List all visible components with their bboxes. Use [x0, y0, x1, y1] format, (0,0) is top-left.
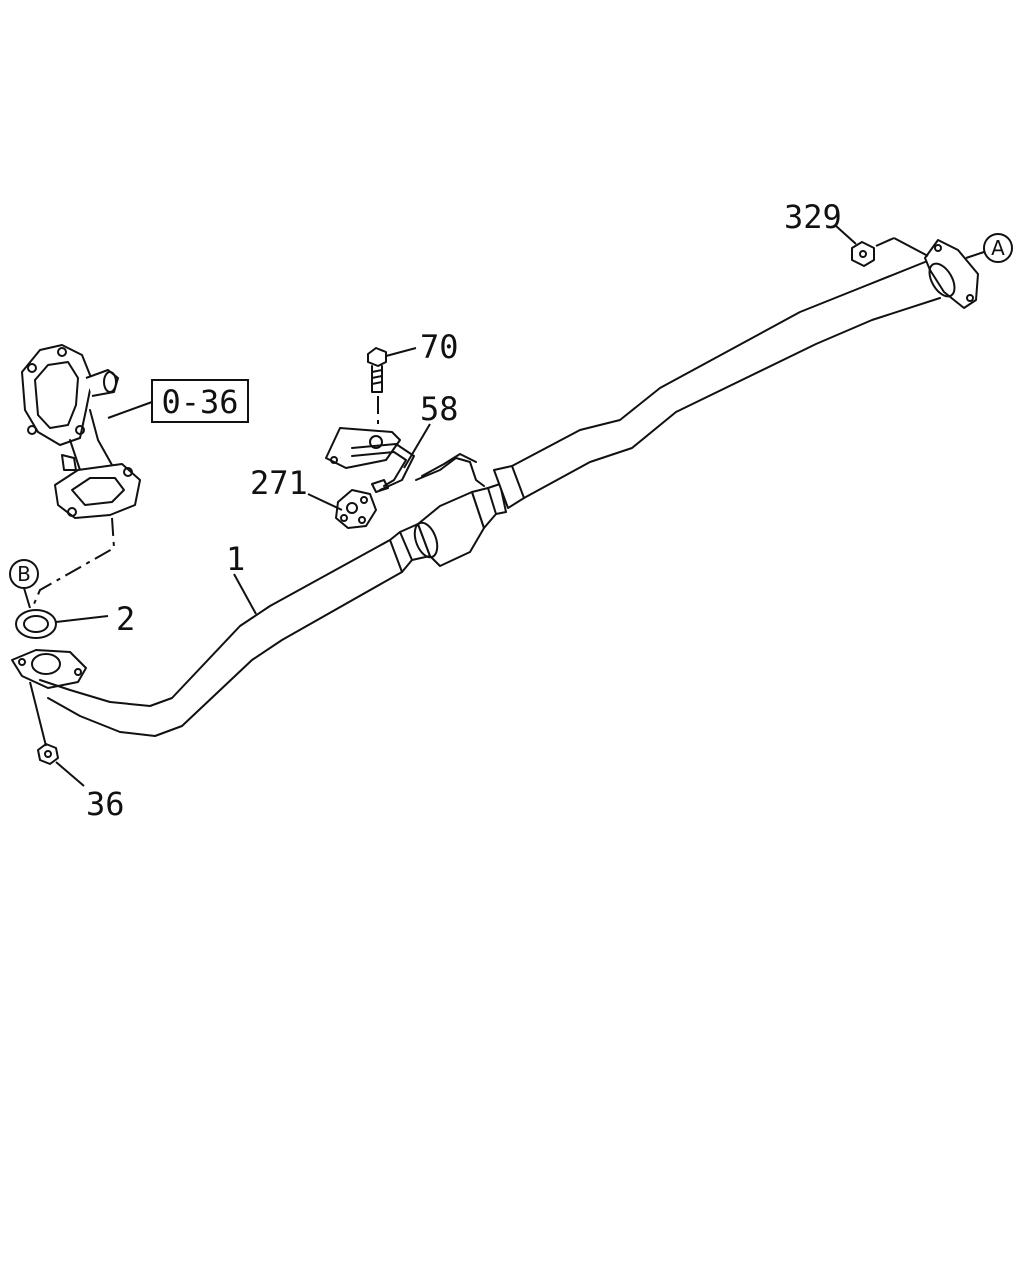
svg-text:A: A: [991, 236, 1005, 260]
leader-2: [55, 615, 109, 623]
callout-1: 1: [226, 540, 245, 578]
alignment-line-b: [33, 517, 116, 605]
front-exhaust-pipe: [11, 239, 979, 737]
bolt: [367, 347, 387, 393]
callout-329: 329: [784, 198, 842, 236]
svg-text:B: B: [17, 562, 31, 586]
leader-1: [233, 573, 257, 615]
gasket: [15, 609, 57, 639]
reference-circle-b: B: [9, 559, 39, 589]
rubber-mount: [335, 489, 377, 529]
flange-nut: [37, 743, 59, 765]
leader-58: [403, 423, 431, 469]
exhaust-manifold: [21, 344, 141, 519]
hanger-bracket: [325, 427, 485, 493]
leader-271: [307, 493, 343, 511]
reference-circle-a: A: [983, 233, 1013, 263]
callout-271: 271: [250, 464, 308, 502]
reference-box-label: 0-36: [161, 383, 238, 421]
callout-70: 70: [420, 328, 459, 366]
reference-box-0-36: 0-36: [151, 379, 249, 423]
callout-2: 2: [116, 600, 135, 638]
callout-58: 58: [420, 390, 459, 428]
leader-0-36: [107, 401, 153, 419]
leader-36: [55, 761, 85, 787]
callout-36: 36: [86, 785, 125, 823]
leader-329: [835, 225, 857, 245]
rear-flange-nut: [851, 241, 875, 267]
leader-70: [385, 347, 417, 357]
